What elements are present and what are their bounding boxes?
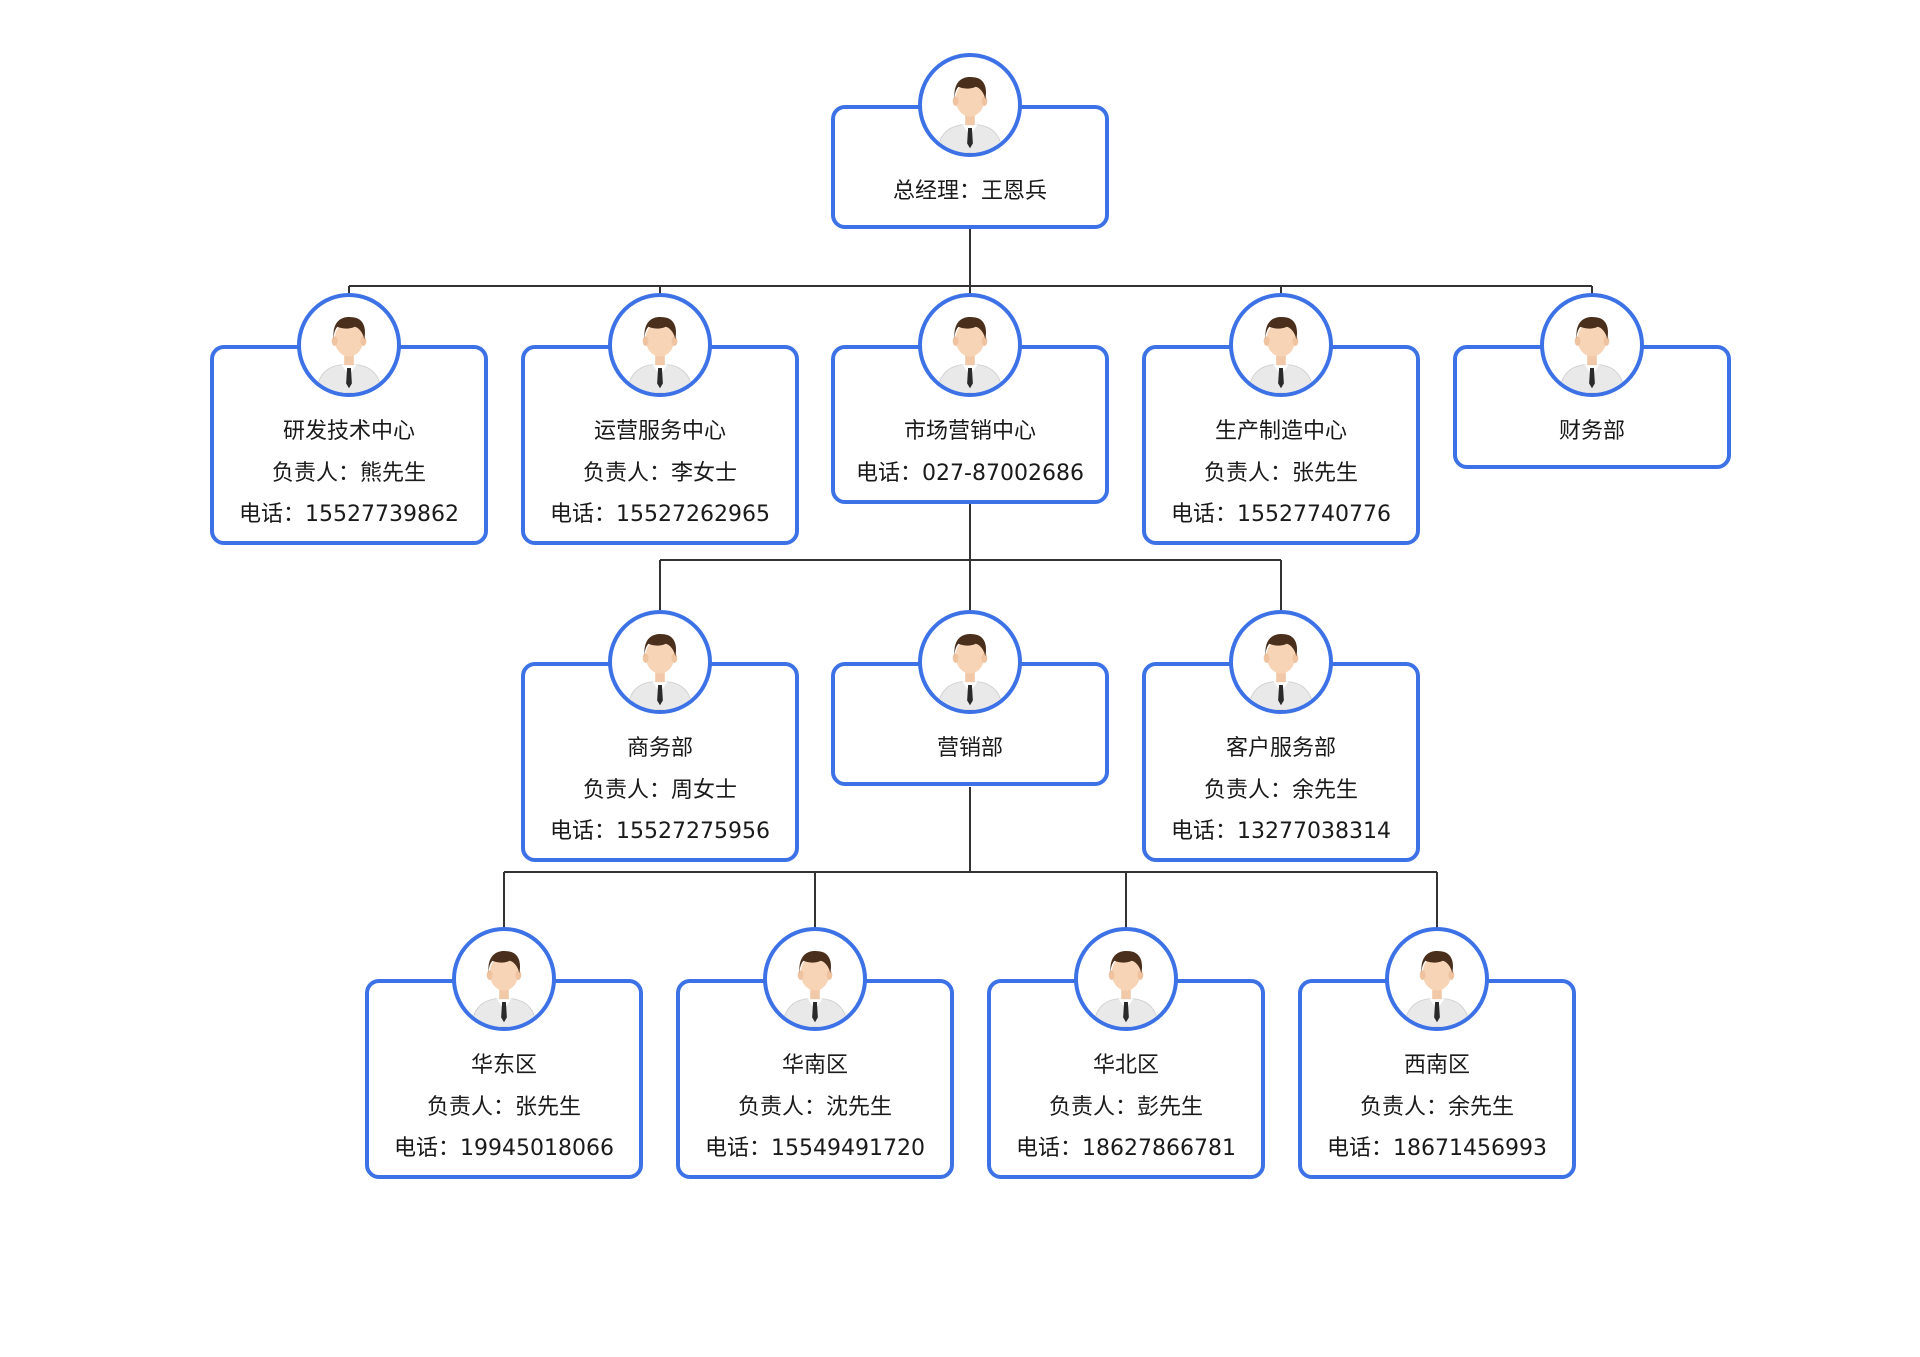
person-avatar-icon	[918, 53, 1022, 157]
node-manager: 负责人：熊先生	[271, 461, 426, 486]
node-phone: 电话：19945018066	[394, 1136, 614, 1161]
node-manager: 负责人：沈先生	[737, 1095, 892, 1120]
node-manager: 负责人：李女士	[582, 461, 737, 486]
person-avatar-icon	[1540, 293, 1644, 397]
node-manager: 负责人：彭先生	[1048, 1095, 1203, 1120]
node-title: 研发技术中心	[282, 419, 415, 444]
person-avatar-icon	[608, 293, 712, 397]
node-title: 华东区	[470, 1053, 537, 1078]
person-avatar-icon	[1229, 293, 1333, 397]
node-title: 财务部	[1558, 419, 1625, 444]
node-title: 市场营销中心	[903, 419, 1036, 444]
node-phone: 电话：18671456993	[1327, 1136, 1547, 1161]
node-title: 华北区	[1092, 1053, 1159, 1078]
node-phone: 电话：13277038314	[1171, 819, 1391, 844]
node-title: 西南区	[1403, 1053, 1470, 1078]
node-phone: 电话：18627866781	[1016, 1136, 1236, 1161]
node-title: 客户服务部	[1225, 736, 1336, 761]
node-title: 营销部	[936, 736, 1003, 761]
person-avatar-icon	[1229, 610, 1333, 714]
node-phone: 电话：15549491720	[705, 1136, 925, 1161]
person-avatar-icon	[452, 927, 556, 1031]
person-avatar-icon	[918, 293, 1022, 397]
node-title: 运营服务中心	[593, 419, 726, 444]
node-title: 商务部	[626, 736, 693, 761]
node-manager: 负责人：周女士	[582, 778, 737, 803]
node-phone: 电话：15527739862	[239, 502, 459, 527]
person-avatar-icon	[297, 293, 401, 397]
person-avatar-icon	[1385, 927, 1489, 1031]
node-phone: 电话：15527275956	[550, 819, 770, 844]
person-avatar-icon	[608, 610, 712, 714]
node-title: 总经理：王恩兵	[892, 179, 1047, 204]
person-avatar-icon	[1074, 927, 1178, 1031]
node-title: 生产制造中心	[1214, 419, 1347, 444]
node-title: 华南区	[781, 1053, 848, 1078]
node-phone: 电话：027-87002686	[856, 461, 1084, 486]
node-manager: 负责人：余先生	[1203, 778, 1358, 803]
node-phone: 电话：15527740776	[1171, 502, 1391, 527]
node-phone: 电话：15527262965	[550, 502, 770, 527]
node-manager: 负责人：张先生	[426, 1095, 581, 1120]
node-manager: 负责人：张先生	[1203, 461, 1358, 486]
node-manager: 负责人：余先生	[1359, 1095, 1514, 1120]
person-avatar-icon	[918, 610, 1022, 714]
person-avatar-icon	[763, 927, 867, 1031]
